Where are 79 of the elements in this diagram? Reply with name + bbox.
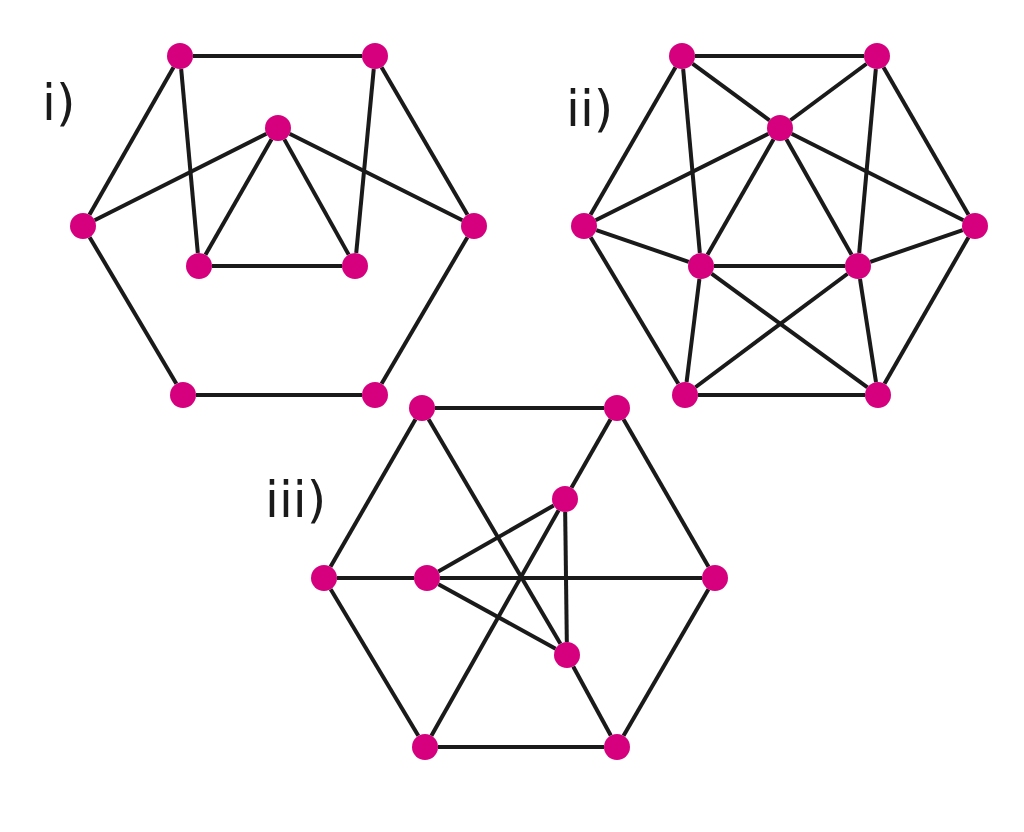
edge-line — [438, 745, 604, 749]
edge-line — [435, 406, 604, 410]
graph-vertex — [70, 213, 96, 239]
graph-vertex — [688, 253, 714, 279]
edge-line — [563, 511, 569, 643]
graph-vertex — [409, 395, 435, 421]
graph-vertex — [864, 43, 890, 69]
edge-line — [588, 66, 678, 216]
edge-line — [337, 576, 414, 580]
graph-vertex — [767, 115, 793, 141]
edge-line — [594, 132, 770, 222]
graph-vertex — [412, 734, 438, 760]
graph-vertex — [672, 382, 698, 408]
edge-line — [705, 138, 776, 256]
edge-line — [882, 236, 971, 385]
edge-line — [212, 264, 342, 268]
graph-vertex — [554, 642, 580, 668]
edge-line — [93, 132, 268, 222]
graph-vertex — [362, 382, 388, 408]
edge-line — [87, 236, 179, 385]
panel-label: iii) — [265, 475, 327, 525]
edge-line — [437, 503, 555, 574]
edge-line — [881, 66, 971, 216]
edge-line — [869, 228, 964, 264]
graph-vertex — [362, 43, 388, 69]
edge-line — [379, 66, 470, 216]
edge-line — [571, 665, 613, 737]
edge-line — [694, 272, 849, 389]
graph-vertex — [604, 734, 630, 760]
edge-line — [193, 54, 362, 58]
edge-line — [857, 68, 878, 254]
edge-line — [426, 418, 563, 645]
edge-line — [288, 132, 464, 222]
graph-vertex — [571, 213, 597, 239]
graph-vertex — [186, 253, 212, 279]
graph-vertex — [167, 43, 193, 69]
edge-line — [328, 588, 421, 737]
graph-vertex — [265, 115, 291, 141]
edge-line — [379, 236, 470, 385]
edge-line — [691, 62, 771, 122]
edge-line — [595, 228, 690, 264]
edge-line — [282, 138, 351, 256]
graph-vertex — [461, 213, 487, 239]
edge-line — [621, 588, 711, 737]
edge-line — [440, 576, 702, 580]
edge-line — [87, 66, 176, 216]
graph-vertex — [414, 565, 440, 591]
edge-line — [710, 272, 869, 389]
edge-line — [790, 132, 965, 222]
edge-line — [695, 54, 864, 58]
graph-vertex — [962, 213, 988, 239]
edge-line — [569, 418, 613, 489]
edge-line — [328, 418, 418, 568]
edge-line — [789, 62, 868, 122]
edge-line — [196, 393, 362, 397]
panel-label: i) — [42, 78, 76, 128]
edge-line — [784, 138, 854, 256]
graph-vertex — [669, 43, 695, 69]
edge-line — [621, 418, 711, 568]
graph-vertex — [845, 253, 871, 279]
edge-line — [858, 278, 878, 383]
graph-vertex — [170, 382, 196, 408]
graph-vertex — [604, 395, 630, 421]
edge-line — [588, 236, 681, 385]
edge-line — [714, 264, 845, 268]
graph-vertex — [311, 565, 337, 591]
graph-vertex — [865, 382, 891, 408]
panel-label: ii) — [566, 84, 614, 134]
edge-line — [429, 509, 561, 737]
edge-line — [698, 393, 865, 397]
edge-line — [354, 68, 376, 254]
edge-line — [681, 68, 702, 254]
edge-line — [203, 138, 274, 256]
edge-line — [179, 68, 200, 254]
edge-line — [684, 278, 702, 383]
edge-line — [437, 582, 557, 651]
graph-vertex — [702, 565, 728, 591]
graph-vertex — [552, 486, 578, 512]
graph-vertex — [342, 253, 368, 279]
